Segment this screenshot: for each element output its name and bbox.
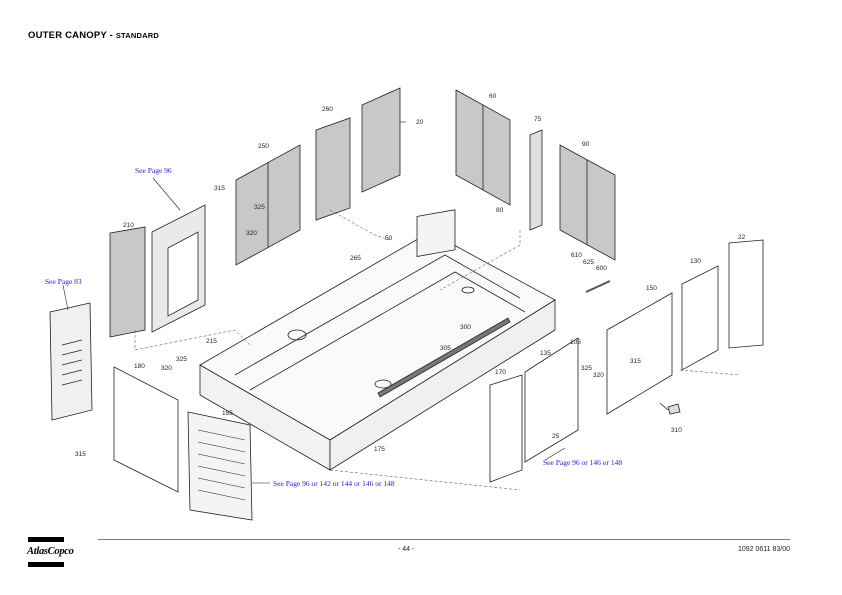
label-250: 250: [258, 143, 269, 150]
title-separator: -: [106, 30, 116, 41]
label-180: 180: [134, 363, 145, 370]
label-325-top: 325: [254, 204, 265, 211]
label-320-right: 320: [593, 372, 604, 379]
label-625: 625: [583, 259, 594, 266]
base-frame: [199, 209, 556, 471]
bar-600: [585, 280, 611, 293]
footer-divider: [98, 539, 790, 540]
reference-see-page-96-top[interactable]: See Page 96: [135, 166, 172, 175]
label-150: 150: [646, 285, 657, 292]
panel-260: [315, 117, 351, 221]
door-180: [113, 366, 179, 493]
label-130: 130: [690, 258, 701, 265]
label-75: 75: [534, 116, 542, 123]
label-80: 80: [496, 207, 504, 214]
label-90: 90: [582, 141, 590, 148]
title-subtitle: STANDARD: [115, 31, 159, 40]
page-title: OUTER CANOPY - STANDARD: [28, 30, 159, 41]
front-panel-see-page-83: [49, 302, 93, 421]
louvred-panel: [187, 411, 253, 521]
label-260: 260: [322, 106, 333, 113]
rail-300: [377, 317, 511, 398]
label-170: 170: [495, 369, 506, 376]
label-320-left: 320: [161, 365, 172, 372]
title-main: OUTER CANOPY: [28, 30, 107, 41]
label-22: 22: [738, 234, 746, 241]
panel-20: [361, 87, 401, 193]
reference-see-page-96-bottom[interactable]: See Page 96 or 142 or 144 or 146 or 148: [273, 479, 395, 488]
logo-bar-bottom: [28, 562, 64, 567]
label-305: 305: [440, 345, 451, 352]
label-325-left: 325: [176, 356, 187, 363]
label-320-top: 320: [246, 230, 257, 237]
reference-see-page-96-right[interactable]: See Page 96 or 146 or 148: [543, 458, 622, 467]
label-610: 610: [571, 252, 582, 259]
panel-210: [109, 226, 146, 338]
page-number: - 44 -: [398, 546, 415, 553]
logo-bar-top: [28, 537, 64, 542]
label-315-right: 315: [630, 358, 641, 365]
label-50: 50: [385, 235, 393, 242]
brand-logo: AtlasCopco: [27, 546, 74, 557]
label-265: 265: [350, 255, 361, 262]
label-215: 215: [206, 338, 217, 345]
panel-right-door: [524, 337, 579, 463]
panel-22: [728, 239, 764, 349]
label-60: 60: [489, 93, 497, 100]
document-number: 1092 0611 83/00: [737, 546, 790, 553]
panel-150: [606, 292, 673, 415]
label-325-right: 325: [581, 365, 592, 372]
panel-130: [681, 265, 719, 371]
label-310: 310: [671, 427, 682, 434]
panel-90: [559, 144, 616, 261]
label-315-top: 315: [214, 185, 225, 192]
label-315-left: 315: [75, 451, 86, 458]
label-175: 175: [374, 446, 385, 453]
post-75: [529, 129, 543, 231]
key-310: [659, 402, 681, 415]
label-135: 135: [540, 350, 551, 357]
label-300: 300: [460, 324, 471, 331]
reference-see-page-83[interactable]: See Page 83: [45, 277, 82, 286]
label-105: 105: [570, 339, 581, 346]
label-20: 20: [416, 119, 424, 126]
label-210: 210: [123, 222, 134, 229]
door-170: [489, 374, 523, 483]
label-25: 25: [552, 433, 560, 440]
label-195: 195: [222, 410, 233, 417]
label-600: 600: [596, 265, 607, 272]
